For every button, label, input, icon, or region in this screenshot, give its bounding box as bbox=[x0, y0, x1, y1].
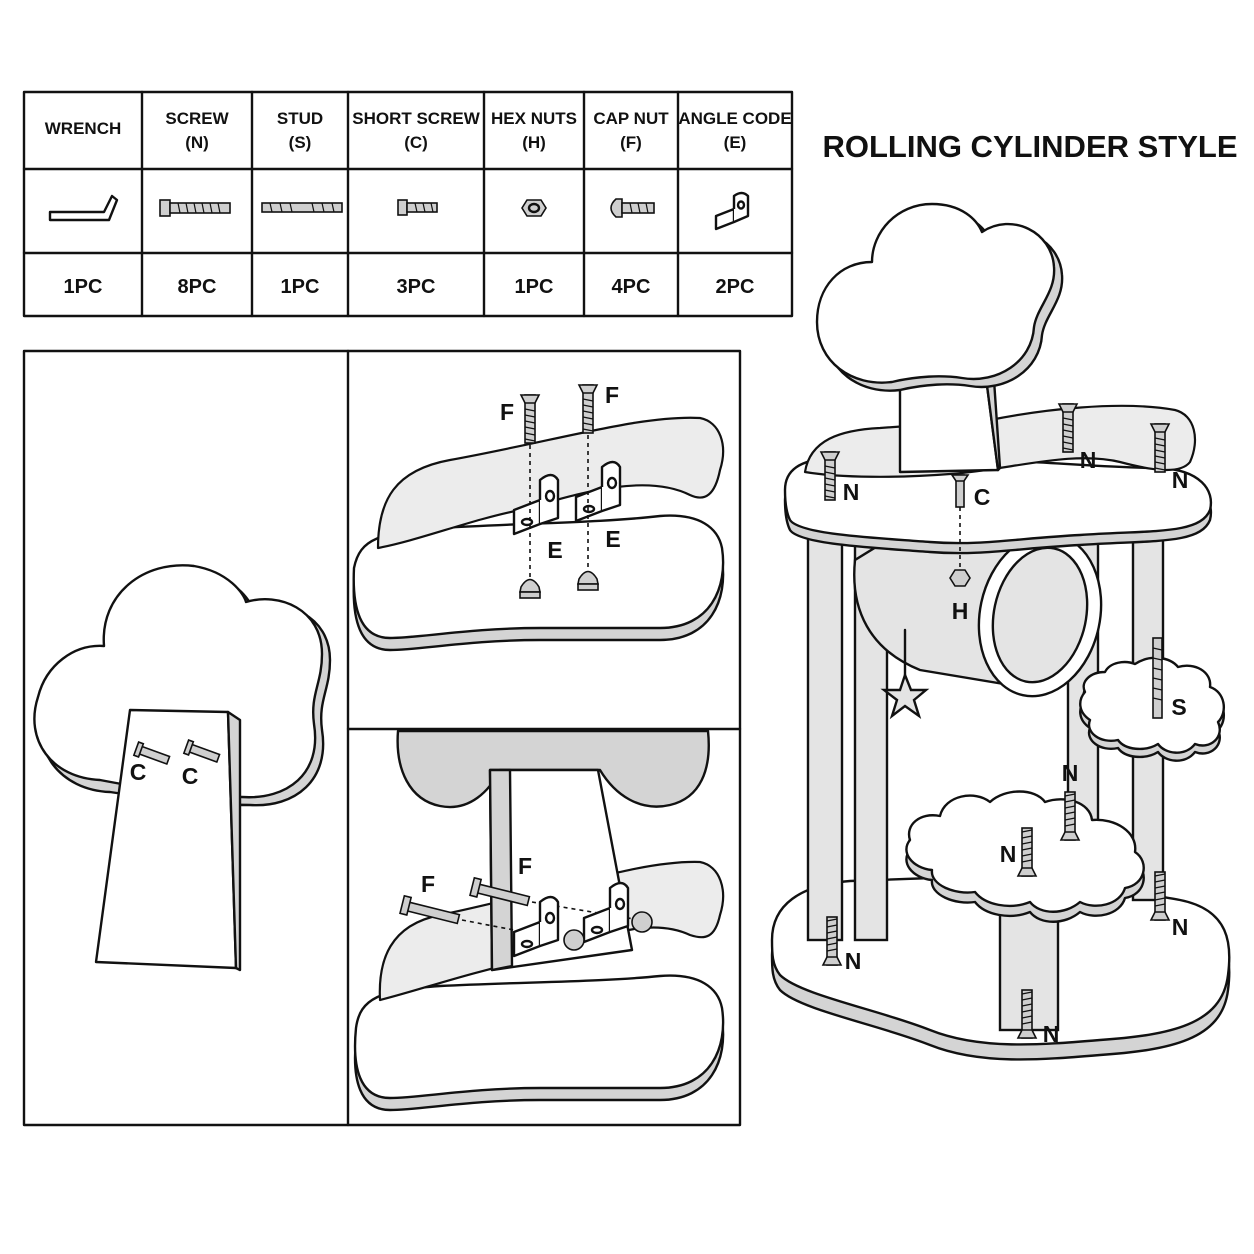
col-screw-code: (N) bbox=[185, 133, 209, 152]
col-wrench-qty: 1PC bbox=[64, 276, 103, 298]
overview-label-n3: N bbox=[1172, 467, 1189, 493]
step1-label-c1: C bbox=[130, 759, 147, 785]
col-short-screw-name: SHORT SCREW bbox=[352, 109, 480, 128]
overview-label-n5: N bbox=[1000, 841, 1017, 867]
angle-bracket-icon bbox=[714, 191, 750, 231]
hex-nut-icon bbox=[521, 199, 547, 217]
diagram-title: ROLLING CYLINDER STYLE bbox=[822, 129, 1237, 164]
col-hex-nuts-name: HEX NUTS bbox=[491, 109, 577, 128]
col-stud-name: STUD bbox=[277, 109, 323, 128]
stud-icon bbox=[261, 202, 343, 213]
step2-label-f2: F bbox=[605, 382, 619, 408]
overview-cat-tree: N N N C H S N N N N N bbox=[770, 202, 1231, 1061]
col-cap-nut-name: CAP NUT bbox=[593, 109, 669, 128]
step2-bracket-assembly: F F E E bbox=[352, 382, 725, 652]
col-angle-code-name: ANGLE CODE bbox=[678, 109, 791, 128]
overview-label-h: H bbox=[952, 598, 969, 624]
col-angle-code-code: (E) bbox=[724, 133, 747, 152]
col-hex-nuts-code: (H) bbox=[522, 133, 546, 152]
step2-label-f1: F bbox=[500, 399, 514, 425]
overview-label-n8: N bbox=[1043, 1021, 1060, 1047]
col-angle-code-qty: 2PC bbox=[716, 276, 755, 298]
step2-label-e1: E bbox=[547, 537, 562, 563]
col-short-screw-qty: 3PC bbox=[397, 276, 436, 298]
overview-label-c: C bbox=[974, 484, 991, 510]
step1-label-c2: C bbox=[182, 763, 199, 789]
step3-label-f2: F bbox=[518, 853, 532, 879]
col-wrench-name: WRENCH bbox=[45, 119, 122, 138]
col-screw-qty: 8PC bbox=[178, 276, 217, 298]
step1-cloud-assembly: C C bbox=[33, 564, 332, 972]
col-stud-qty: 1PC bbox=[281, 276, 320, 298]
overview-label-n1: N bbox=[843, 479, 860, 505]
step3-trunk-assembly: F F bbox=[353, 729, 725, 1112]
overview-label-s: S bbox=[1171, 694, 1186, 720]
col-stud-code: (S) bbox=[289, 133, 312, 152]
step2-label-e2: E bbox=[605, 526, 620, 552]
short-screw-icon bbox=[397, 199, 438, 216]
screw-icon bbox=[159, 199, 231, 217]
wrench-icon bbox=[48, 194, 119, 222]
col-cap-nut-code: (F) bbox=[620, 133, 642, 152]
parts-table: WRENCH SCREW (N) STUD (S) SHORT SCREW (C… bbox=[22, 90, 794, 318]
col-hex-nuts-qty: 1PC bbox=[515, 276, 554, 298]
col-cap-nut-qty: 4PC bbox=[612, 276, 651, 298]
overview-label-n6: N bbox=[1172, 914, 1189, 940]
cap-nut-icon bbox=[610, 198, 655, 218]
col-short-screw-code: (C) bbox=[404, 133, 428, 152]
overview-label-n7: N bbox=[845, 948, 862, 974]
col-screw-name: SCREW bbox=[165, 109, 229, 128]
step3-label-f1: F bbox=[421, 871, 435, 897]
overview-label-n2: N bbox=[1080, 447, 1097, 473]
overview-label-n4: N bbox=[1062, 760, 1079, 786]
